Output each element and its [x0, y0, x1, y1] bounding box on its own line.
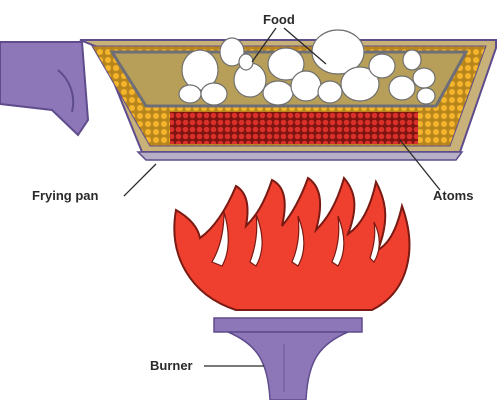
food-piece [403, 50, 421, 70]
food-piece [239, 54, 253, 70]
food-piece [369, 54, 395, 78]
food-piece [417, 88, 435, 104]
food-piece [291, 71, 321, 101]
hot-atoms-band [170, 112, 418, 144]
food-piece [263, 81, 293, 105]
food-piece [179, 85, 201, 103]
label-burner: Burner [150, 358, 264, 373]
atoms-label: Atoms [433, 188, 473, 203]
frying-pan-label: Frying pan [32, 188, 99, 203]
label-frying-pan: Frying pan [32, 164, 156, 203]
burner [214, 318, 362, 400]
food-piece [318, 81, 342, 103]
pan-handle [0, 42, 88, 135]
food-piece [413, 68, 435, 88]
burner-label: Burner [150, 358, 193, 373]
food-piece [201, 83, 227, 105]
burner-flame [174, 178, 409, 310]
food-label: Food [263, 12, 295, 27]
food-piece [389, 76, 415, 100]
